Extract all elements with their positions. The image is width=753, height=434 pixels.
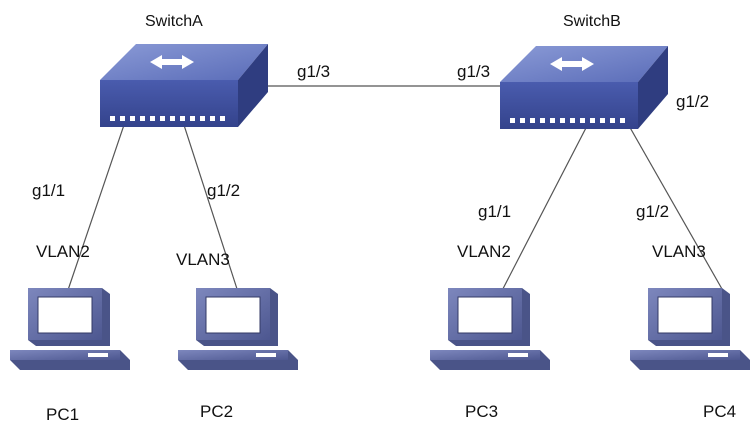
switch-a-label: SwitchA — [145, 13, 203, 30]
pc1-name-label: PC1 — [46, 405, 79, 424]
arrows-icon — [550, 57, 594, 71]
link-pc4 — [627, 123, 727, 297]
computer-icon — [630, 288, 750, 370]
arrows-icon — [150, 55, 194, 69]
switch-b-label: SwitchB — [563, 13, 621, 30]
switch-front-face — [100, 80, 238, 127]
link-pc2 — [182, 121, 239, 293]
pc2-name-label: PC2 — [200, 402, 233, 421]
switch-side-face — [638, 46, 668, 129]
pc-4 — [630, 288, 750, 370]
pc1-port-label: g1/1 — [32, 181, 65, 200]
pc2-vlan-label: VLAN3 — [176, 250, 230, 269]
switch-b-port-label: g1/2 — [676, 92, 709, 111]
pc-2 — [178, 288, 298, 370]
trunk-port-a-label: g1/3 — [297, 62, 330, 81]
switch-front-face — [500, 82, 638, 129]
pc3-name-label: PC3 — [465, 402, 498, 421]
pc4-port-label: g1/2 — [636, 202, 669, 221]
switch-side-face — [238, 44, 268, 127]
link-pc3 — [491, 123, 589, 311]
pc2-port-label: g1/2 — [207, 181, 240, 200]
port-leds — [510, 118, 625, 123]
switch-a — [100, 44, 268, 127]
pc3-port-label: g1/1 — [478, 202, 511, 221]
pc1-vlan-label: VLAN2 — [36, 242, 90, 261]
pc3-vlan-label: VLAN2 — [457, 242, 511, 261]
pc4-vlan-label: VLAN3 — [652, 242, 706, 261]
trunk-port-b-label: g1/3 — [457, 62, 490, 81]
computer-icon — [178, 288, 298, 370]
computer-icon — [430, 288, 550, 370]
pc4-name-label: PC4 — [703, 402, 736, 421]
computer-icon — [10, 288, 130, 370]
link-pc1 — [67, 121, 126, 291]
pc-1 — [10, 288, 130, 370]
links — [67, 85, 727, 311]
port-leds — [110, 116, 225, 121]
switch-b — [500, 46, 668, 129]
pc-3 — [430, 288, 550, 370]
